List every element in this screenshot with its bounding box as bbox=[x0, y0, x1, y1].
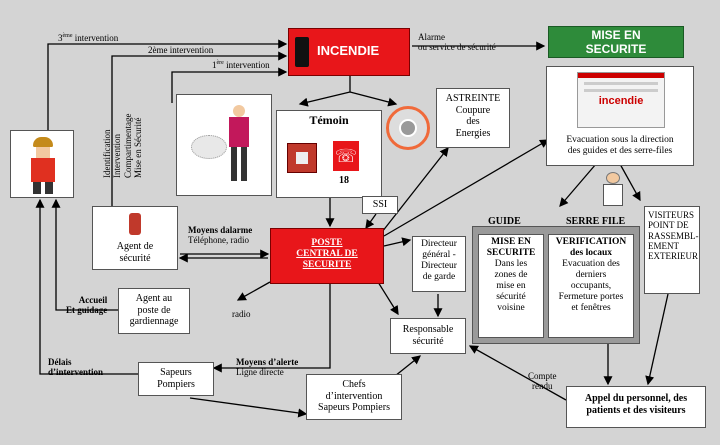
alarm-pushbutton-icon bbox=[287, 143, 317, 173]
fire-icon bbox=[295, 37, 309, 67]
incendie-box: INCENDIE bbox=[288, 28, 410, 76]
witness-illustration bbox=[176, 94, 272, 196]
extinguisher-spray bbox=[191, 135, 227, 159]
smoke-detector-icon bbox=[386, 106, 430, 150]
temoin-box: Témoin ☏ 18 bbox=[276, 110, 382, 198]
serre-file-title: SERRE FILE bbox=[566, 216, 626, 227]
incendie-label: INCENDIE bbox=[317, 43, 380, 58]
ssi-box: SSI bbox=[362, 196, 398, 214]
intervention-1-label: 1ère intervention bbox=[212, 60, 270, 70]
person-icon bbox=[233, 105, 245, 117]
phone-icon: ☏ bbox=[333, 141, 359, 171]
firefighter-box bbox=[10, 130, 74, 198]
extinguisher-icon bbox=[129, 213, 141, 235]
evacuation-poster: incendie bbox=[577, 72, 665, 128]
intervention-2-label: 2ème intervention bbox=[148, 45, 214, 55]
radio-label: radio bbox=[232, 309, 251, 319]
firefighter-icon bbox=[33, 137, 53, 147]
guide-title: GUIDE bbox=[488, 216, 521, 227]
intervention-3-label: 3ème intervention bbox=[58, 33, 119, 43]
guide-person-icon bbox=[600, 172, 626, 206]
